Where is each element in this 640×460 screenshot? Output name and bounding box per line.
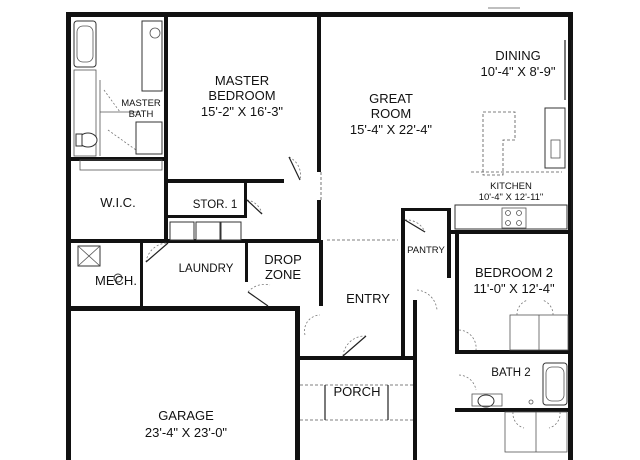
master-bath-label-2: BATH [129, 109, 154, 120]
pantry-label: PANTRY [407, 245, 445, 256]
master-bath-fixtures [73, 20, 163, 171]
door-swings [145, 7, 573, 429]
great-room-label-2: ROOM [371, 106, 411, 121]
utility-fixtures [77, 221, 242, 283]
drop-zone-label-2: ZONE [265, 267, 301, 282]
wic-label: W.I.C. [100, 195, 135, 210]
bedroom2-dims: 11'-0" X 12'-4" [473, 281, 555, 296]
drop-zone-label-1: DROP [264, 252, 302, 267]
master-bedroom-dims: 15'-2" X 16'-3" [201, 104, 284, 119]
bath2-label: BATH 2 [491, 367, 530, 379]
storage-label: STOR. 1 [193, 199, 238, 211]
dining-label: DINING [495, 48, 541, 63]
laundry-label: LAUNDRY [179, 263, 234, 275]
master-bath-label-1: MASTER [121, 98, 161, 109]
kitchen-label: KITCHEN [490, 181, 532, 192]
garage-dims: 23'-4" X 23'-0" [145, 425, 228, 440]
dining-dims: 10'-4" X 8'-9" [481, 64, 556, 79]
master-bedroom-label-2: BEDROOM [208, 88, 275, 103]
garage-label: GARAGE [158, 408, 214, 423]
kitchen-dims: 10'-4" X 12'-11" [479, 192, 544, 203]
entry-label: ENTRY [346, 291, 390, 306]
interior-walls [70, 16, 572, 412]
bedroom2-label: BEDROOM 2 [475, 265, 553, 280]
porch-label: PORCH [334, 384, 381, 399]
exterior-walls [66, 12, 573, 460]
mech-label: MECH. [95, 273, 137, 288]
kitchen-fixtures [454, 40, 568, 230]
master-bedroom-label-1: MASTER [215, 73, 269, 88]
great-room-label-1: GREAT [369, 91, 413, 106]
great-room-dims: 15'-4" X 22'-4" [350, 122, 433, 137]
bath2-fixtures [471, 314, 569, 453]
